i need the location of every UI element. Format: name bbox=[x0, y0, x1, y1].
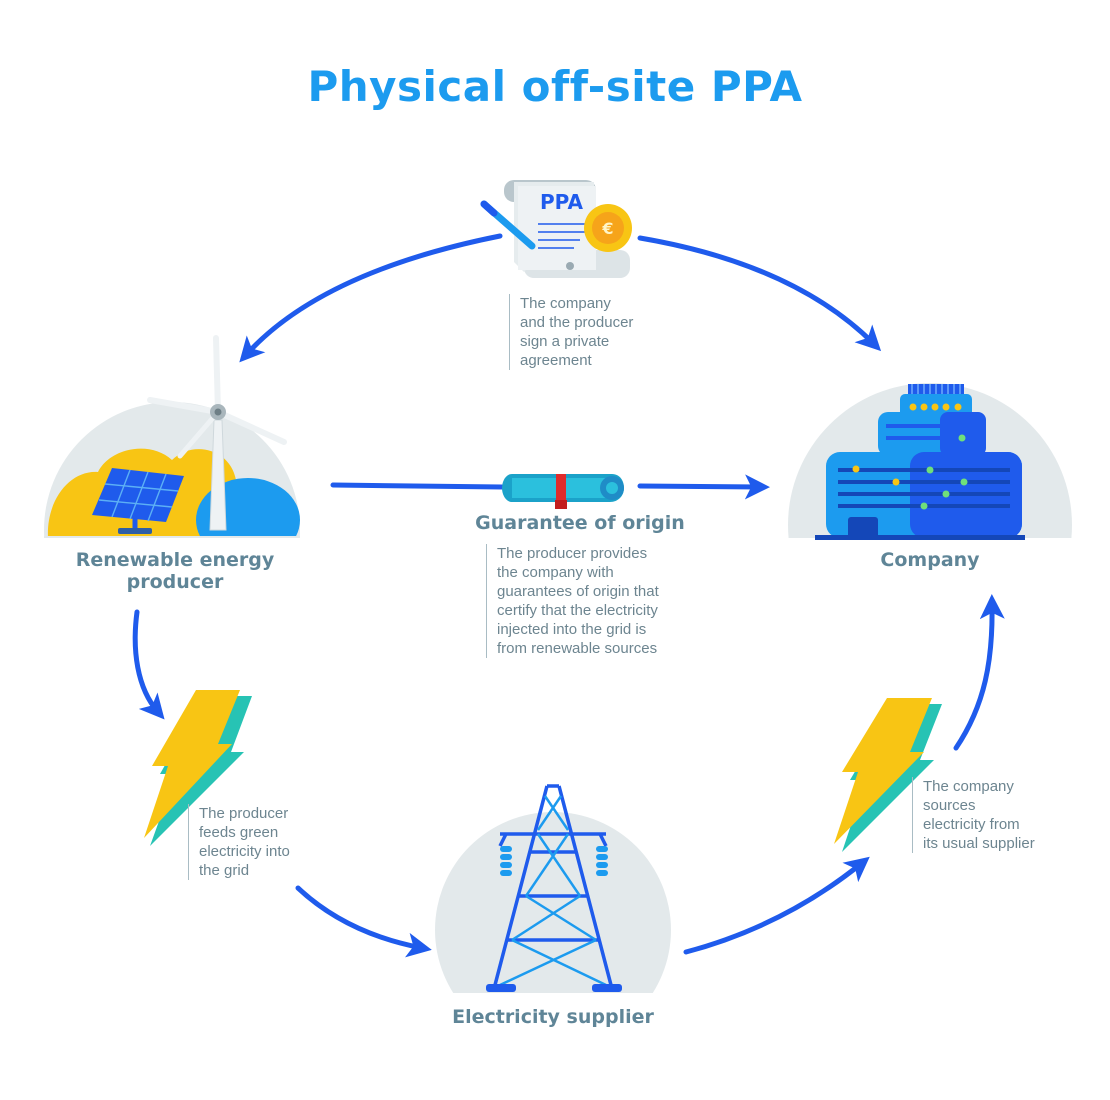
ppa-doc-label: PPA bbox=[540, 190, 583, 214]
producer-illustration bbox=[44, 402, 300, 538]
arrow-producer-to-guarantee bbox=[330, 482, 505, 490]
arrow-ppa-to-company bbox=[637, 235, 882, 352]
arrow-producer-to-bolt bbox=[132, 609, 165, 720]
lightning-bolt-right-icon bbox=[834, 698, 942, 852]
lightning-bolt-left-icon bbox=[144, 690, 252, 846]
page-title: Physical off-site PPA bbox=[307, 62, 803, 111]
company-building-icon bbox=[815, 384, 1025, 540]
arrow-bolt-to-company bbox=[953, 594, 1005, 751]
tower-feet bbox=[486, 984, 622, 992]
supplier-label: Electricity supplier bbox=[452, 1006, 654, 1028]
insulator-icons bbox=[500, 846, 608, 876]
transmission-tower-icon bbox=[493, 784, 613, 987]
sources-note: The company sources electricity from its… bbox=[912, 777, 1035, 853]
guarantee-scroll-icon bbox=[502, 474, 624, 509]
arrow-supplier-to-bolt bbox=[683, 856, 870, 955]
supplier-illustration bbox=[435, 812, 671, 993]
arrow-bolt-to-supplier bbox=[295, 885, 432, 958]
agreement-note: The company and the producer sign a priv… bbox=[509, 294, 633, 370]
ppa-document-icon: PPA € bbox=[480, 180, 632, 278]
feeds-note: The producer feeds green electricity int… bbox=[188, 804, 290, 880]
guarantee-note: The producer provides the company with g… bbox=[486, 544, 659, 658]
solar-panel-icon bbox=[92, 468, 184, 534]
wind-turbine-icon bbox=[147, 335, 287, 531]
arrow-ppa-to-producer bbox=[239, 233, 503, 363]
ppa-doc-text: PPA bbox=[540, 190, 583, 214]
guarantee-label: Guarantee of origin bbox=[475, 512, 685, 534]
svg-text:€: € bbox=[601, 219, 613, 238]
arrow-guarantee-to-company bbox=[637, 474, 770, 500]
producer-label: Renewable energy producer bbox=[75, 549, 275, 593]
company-label: Company bbox=[880, 549, 980, 571]
